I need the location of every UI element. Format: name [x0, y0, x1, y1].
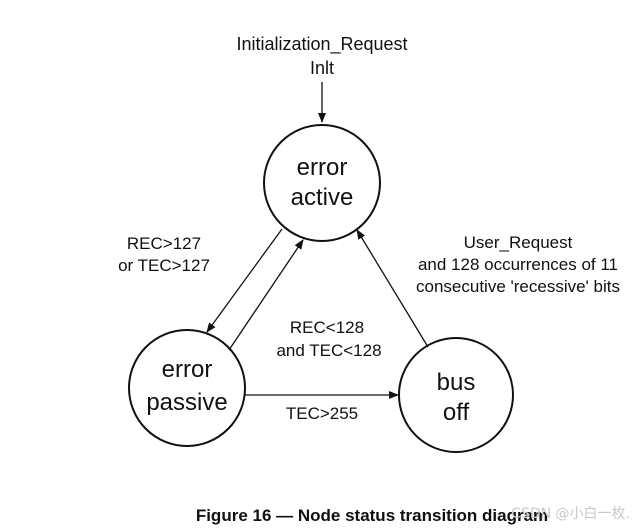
- passive-to-active-arrow: [228, 239, 304, 351]
- bus-off-label-line1: bus: [437, 369, 476, 396]
- passive-to-active-label-line1: REC<128: [290, 318, 364, 337]
- passive-to-busoff-label: TEC>255: [286, 404, 358, 423]
- error-active-label-line2: active: [291, 184, 354, 211]
- active-to-passive-arrow: [206, 228, 283, 333]
- bus-off-state: [398, 337, 514, 453]
- error-passive-label-line2: passive: [146, 389, 227, 416]
- error-passive-state: [128, 329, 246, 447]
- busoff-to-active-label-line3: consecutive 'recessive' bits: [416, 277, 620, 296]
- busoff-to-active-label-line1: User_Request: [464, 233, 573, 252]
- busoff-to-active-arrow: [356, 229, 429, 348]
- figure-caption: Figure 16 — Node status transition diagr…: [196, 506, 548, 525]
- bus-off-label-line2: off: [443, 399, 470, 426]
- error-active-label-line1: error: [297, 154, 348, 181]
- active-to-passive-label-line2: or TEC>127: [118, 256, 210, 275]
- passive-to-active-label-line2: and TEC<128: [276, 341, 381, 360]
- active-to-passive-label-line1: REC>127: [127, 234, 201, 253]
- csdn-watermark: CSDN @小白一枚.: [511, 506, 630, 522]
- error-passive-label-line1: error: [162, 356, 213, 383]
- init-request-sublabel: Inlt: [310, 58, 334, 78]
- error-active-state: [263, 124, 381, 242]
- busoff-to-active-label-line2: and 128 occurrences of 11: [418, 255, 618, 274]
- init-request-label: Initialization_Request: [236, 34, 407, 55]
